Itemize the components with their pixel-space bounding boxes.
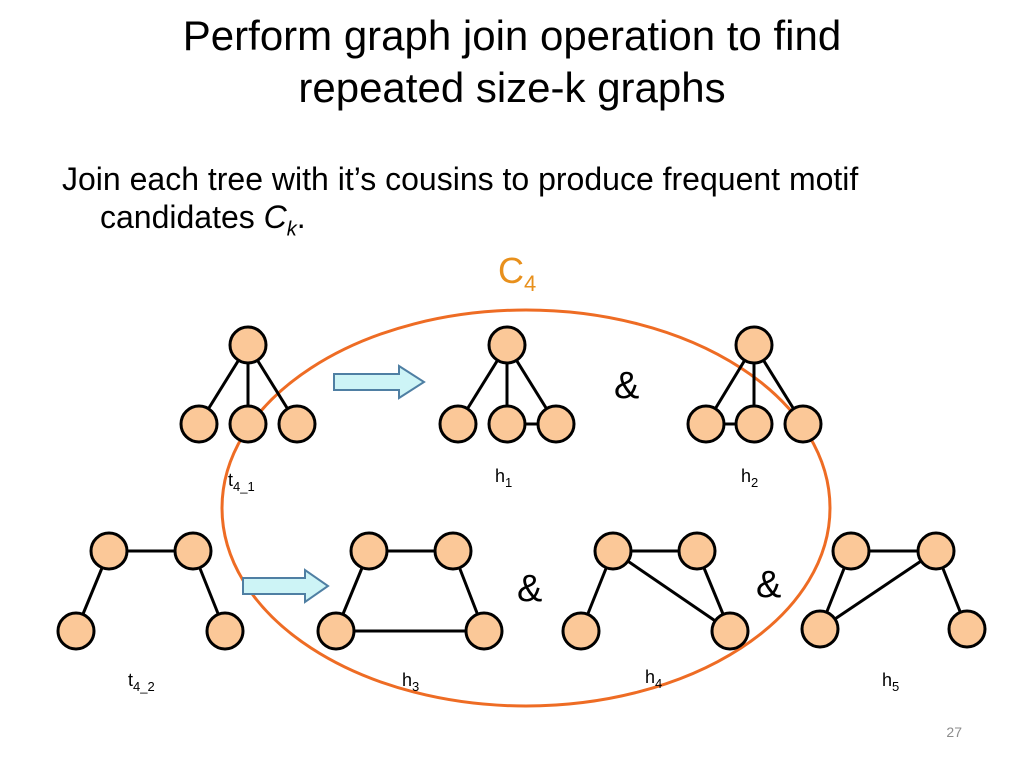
graph-h1 <box>438 325 576 444</box>
node-h4-0 <box>593 531 633 571</box>
label-t4-2: t4_2 <box>128 670 155 694</box>
node-h2-3 <box>783 404 823 444</box>
candidate-set-label-sub: 4 <box>524 271 536 296</box>
ampersand-1: & <box>614 365 639 407</box>
graph-h2 <box>686 325 823 444</box>
slide-title: Perform graph join operation to find rep… <box>0 10 1024 114</box>
node-h5-0 <box>831 531 871 571</box>
join-arrow-2 <box>242 568 330 604</box>
node-h2-1 <box>686 404 726 444</box>
node-h3-2 <box>316 611 356 651</box>
edge-h5-3 <box>819 549 937 631</box>
node-h5-3 <box>947 609 987 649</box>
node-t4-1-1 <box>179 404 219 444</box>
title-line-1: Perform graph join operation to find <box>182 12 842 59</box>
graph-h4 <box>561 531 750 651</box>
graph-t4-2 <box>56 531 245 651</box>
page-number: 27 <box>946 724 962 740</box>
node-h1-2 <box>487 404 527 444</box>
node-t4-1-3 <box>277 404 317 444</box>
node-t4-2-2 <box>56 611 96 651</box>
node-h1-3 <box>536 404 576 444</box>
bullet-variable: Ck <box>263 199 297 240</box>
label-h4: h4 <box>645 667 662 691</box>
node-h3-1 <box>433 531 473 571</box>
bullet-variable-base: C <box>263 199 287 235</box>
ampersand-3: & <box>756 564 781 606</box>
node-h3-3 <box>464 611 504 651</box>
bullet-variable-sub: k <box>286 218 297 241</box>
edge-h4-3 <box>612 549 731 633</box>
graph-h5 <box>800 531 987 649</box>
title-line-2: repeated size-k graphs <box>298 64 726 111</box>
candidate-set-ellipse <box>220 308 832 708</box>
node-t4-2-1 <box>173 531 213 571</box>
node-t4-2-3 <box>205 611 245 651</box>
graph-h3 <box>316 531 504 651</box>
node-h2-0 <box>734 325 774 365</box>
node-h2-2 <box>734 404 774 444</box>
graph-t4-1 <box>179 325 317 444</box>
node-h1-0 <box>487 325 527 365</box>
node-h5-1 <box>916 531 956 571</box>
candidate-set-label: C4 <box>498 250 536 296</box>
node-h4-1 <box>677 531 717 571</box>
label-h2: h2 <box>741 466 758 490</box>
node-h1-1 <box>438 404 478 444</box>
bullet-text: Join each tree with it’s cousins to prod… <box>62 161 859 235</box>
node-h4-3 <box>710 611 750 651</box>
bullet-point: Join each tree with it’s cousins to prod… <box>62 160 980 248</box>
label-h1: h1 <box>495 466 512 490</box>
node-h3-0 <box>349 531 389 571</box>
node-h4-2 <box>561 611 601 651</box>
node-t4-2-0 <box>89 531 129 571</box>
label-t4-1: t4_1 <box>228 470 255 494</box>
label-h3: h3 <box>402 670 419 694</box>
node-h5-2 <box>800 609 840 649</box>
node-t4-1-2 <box>228 404 268 444</box>
bullet-end: . <box>296 199 306 235</box>
candidate-set-label-base: C <box>498 250 524 291</box>
label-h5: h5 <box>882 670 899 694</box>
ampersand-2: & <box>517 568 542 610</box>
join-arrow-1 <box>333 364 426 400</box>
node-t4-1-0 <box>228 325 268 365</box>
